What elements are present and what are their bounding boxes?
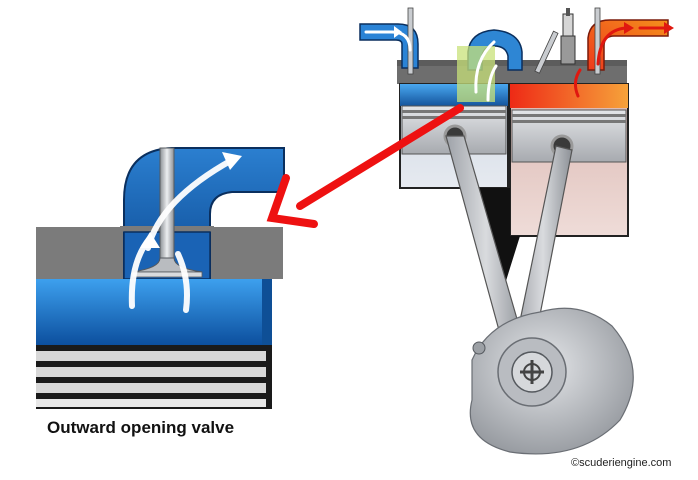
spark-plug xyxy=(560,8,576,65)
engine-cylinder-head xyxy=(397,64,627,84)
engine-cross-section xyxy=(359,7,674,455)
copyright-credit: ©scuderiengine.com xyxy=(571,457,672,469)
diagram-caption: Outward opening valve xyxy=(47,418,235,437)
intake-flow-arrows xyxy=(364,30,498,102)
crankshaft xyxy=(469,307,634,455)
zoom-pointer-arrow xyxy=(266,104,464,228)
exhaust-flow-arrow xyxy=(573,26,666,98)
detail-cylinder-bore xyxy=(36,279,272,345)
detail-piston-rings xyxy=(36,345,272,409)
valve-detail-view xyxy=(36,147,285,409)
